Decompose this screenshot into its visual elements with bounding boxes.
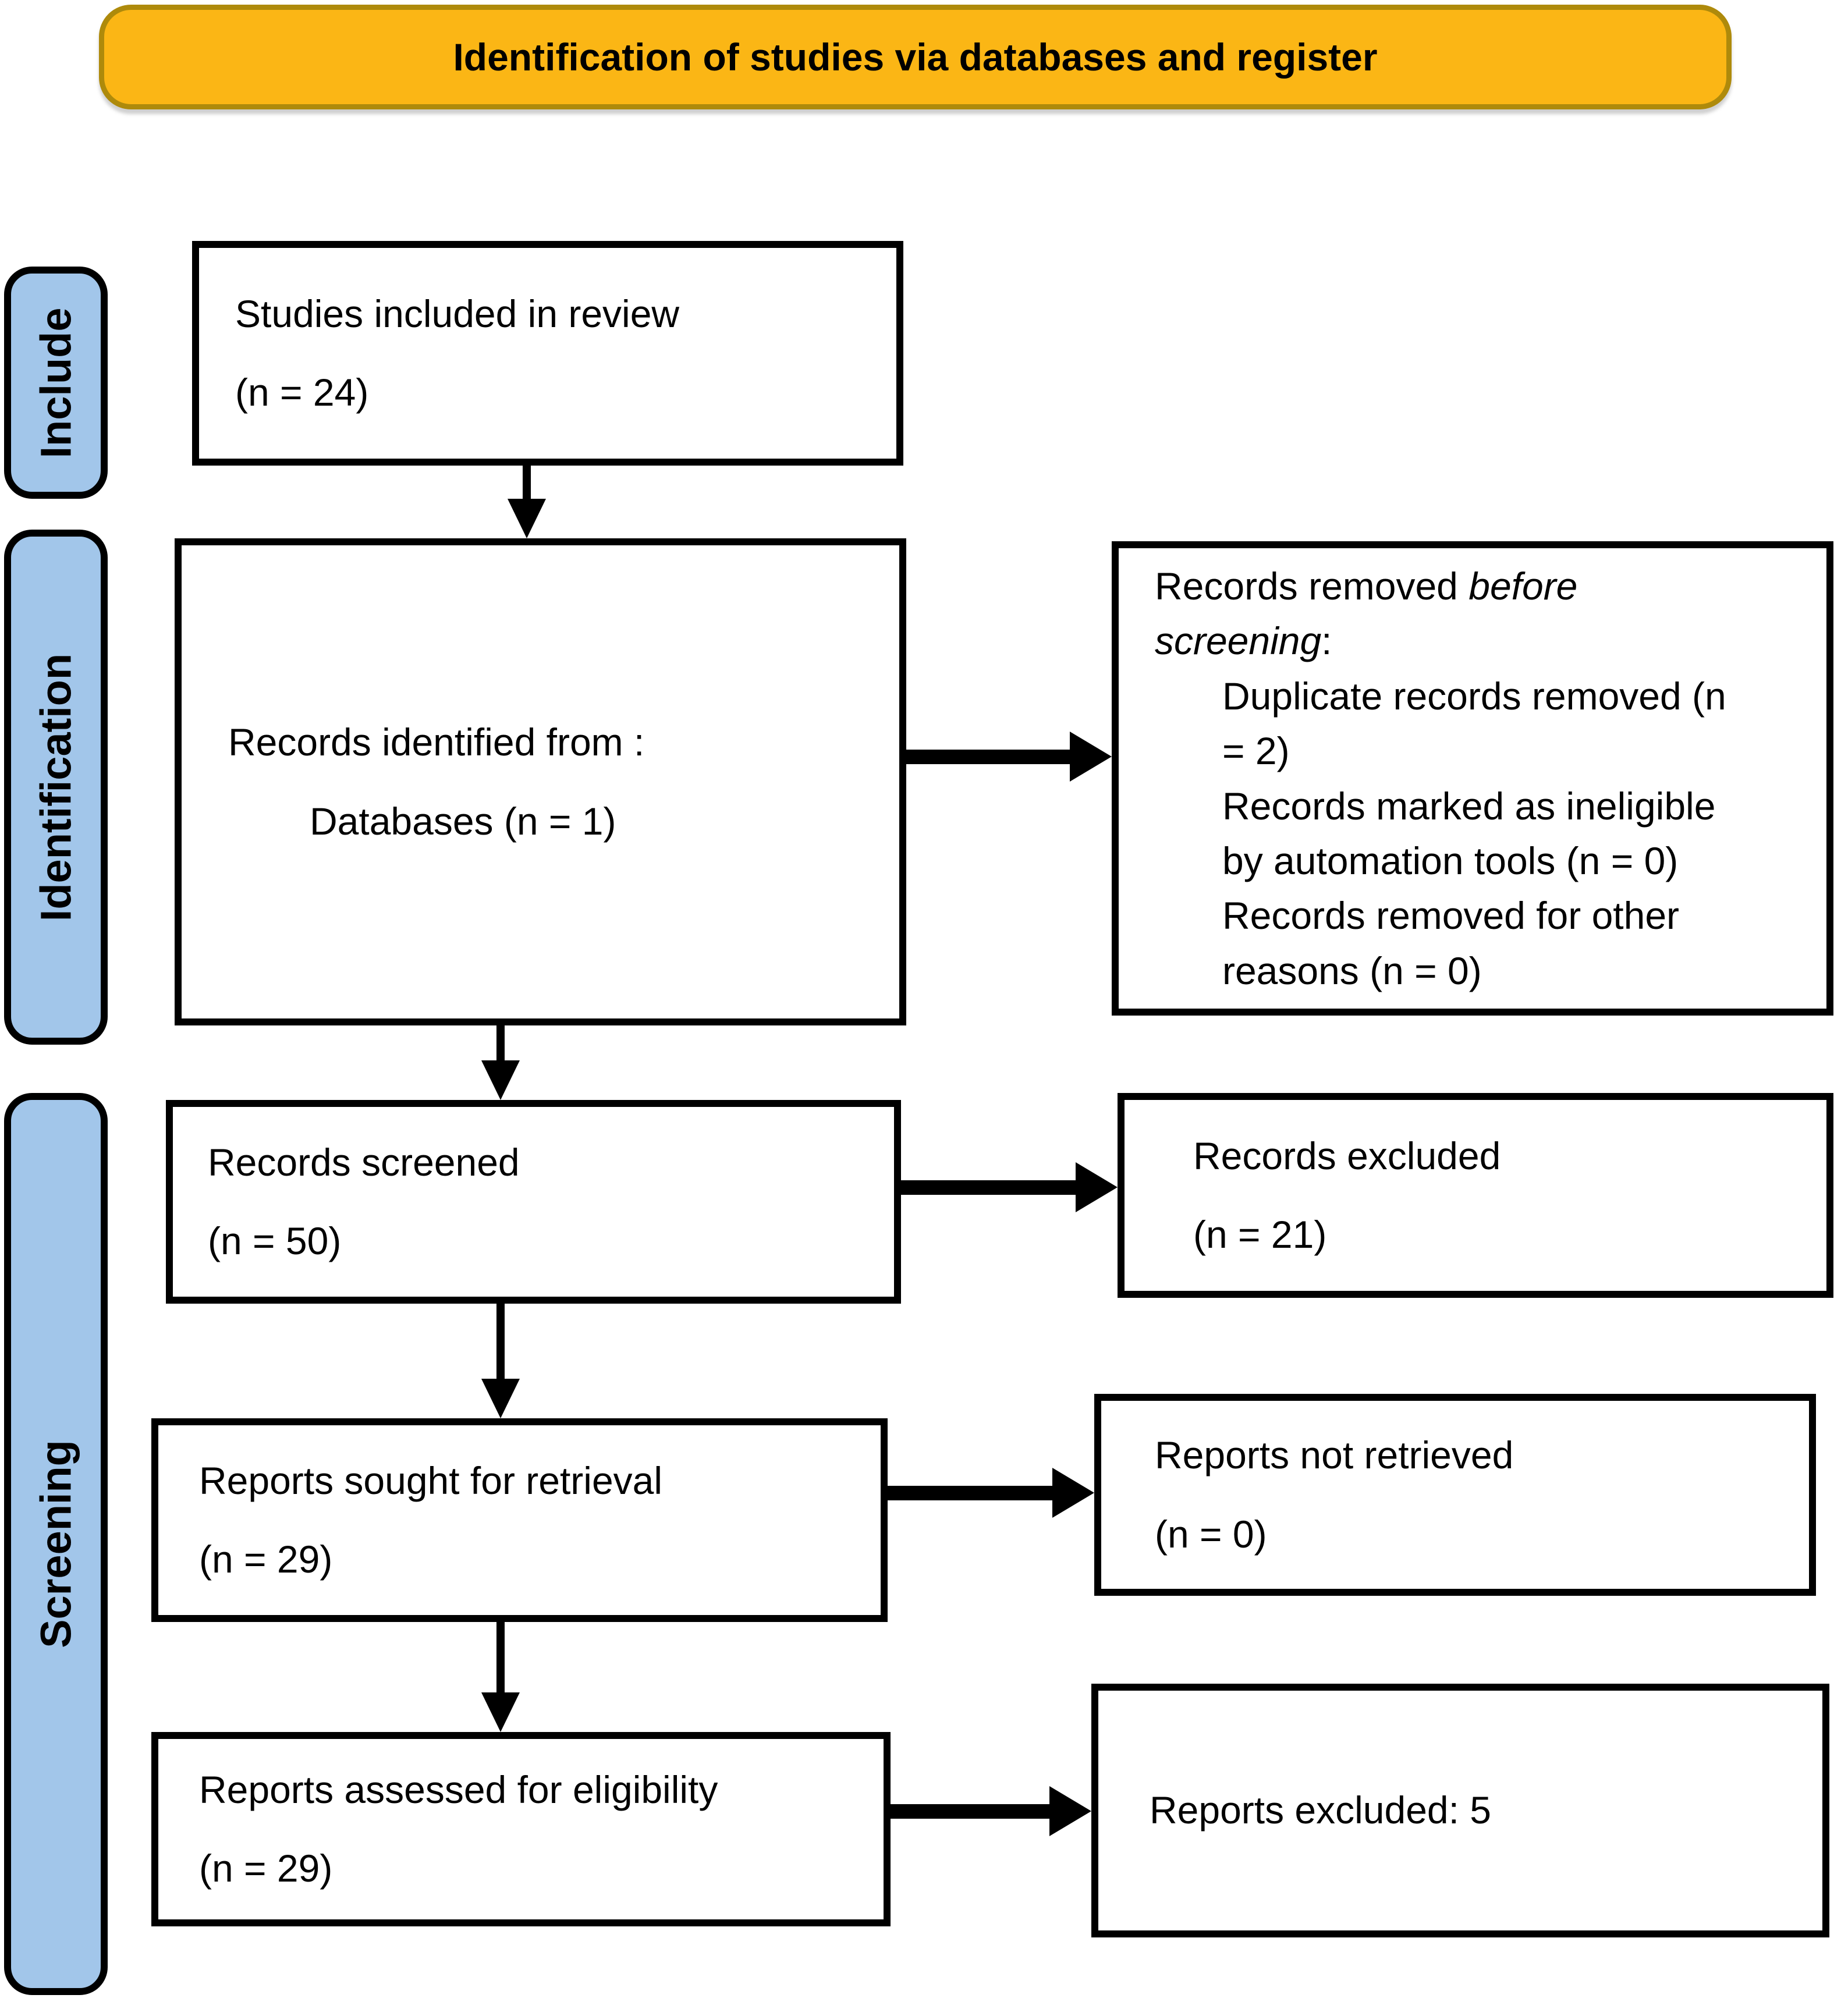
removed-item-duplicates-line2: = 2) [1222,729,1290,773]
reports-not-retrieved-count: (n = 0) [1155,1512,1267,1556]
records-identified-databases: Databases (n = 1) [310,799,616,843]
reports-assessed-count: (n = 29) [199,1847,333,1890]
records-removed-box: Records removed before screening: Duplic… [1112,541,1833,1016]
records-excluded-label: Records excluded [1193,1134,1501,1177]
stage-label-screening-text: Screening [31,1440,80,1648]
removed-item-duplicates-line1: Duplicate records removed (n [1222,674,1726,718]
records-removed-intro-line2: screening: [1155,613,1809,668]
records-excluded-count: (n = 21) [1193,1213,1327,1256]
records-excluded-box: Records excluded (n = 21) [1118,1093,1833,1298]
records-screened-label: Records screened [208,1140,520,1184]
removed-item-other-line1: Records removed for other [1222,894,1680,938]
stage-label-screening: Screening [4,1093,108,1995]
reports-assessed-box: Reports assessed for eligibility (n = 29… [151,1732,891,1926]
removed-item-ineligible-line2: by automation tools (n = 0) [1222,839,1679,882]
stage-label-include-text: Include [31,307,80,459]
reports-sought-box: Reports sought for retrieval (n = 29) [151,1418,888,1622]
reports-excluded-box: Reports excluded: 5 [1091,1684,1829,1937]
records-removed-intro-colon: : [1321,619,1332,663]
page-title: Identification of studies via databases … [453,36,1378,79]
removed-item-other-line2: reasons (n = 0) [1222,949,1482,992]
records-removed-intro-regular: Records removed [1155,565,1458,608]
reports-sought-count: (n = 29) [199,1538,333,1581]
records-screened-box: Records screened (n = 50) [166,1100,901,1304]
reports-not-retrieved-box: Reports not retrieved (n = 0) [1094,1394,1816,1596]
reports-not-retrieved-label: Reports not retrieved [1155,1433,1514,1477]
records-removed-intro-italic1: before [1468,565,1578,608]
records-identified-label: Records identified from : [228,720,645,764]
studies-included-count: (n = 24) [235,371,369,414]
stage-label-identification-text: Identification [31,653,80,921]
stage-label-identification: Identification [4,530,108,1045]
records-screened-count: (n = 50) [208,1219,342,1262]
reports-sought-label: Reports sought for retrieval [199,1458,663,1502]
records-removed-intro-italic2: screening [1155,619,1322,663]
stage-label-include: Include [4,267,108,499]
studies-included-label: Studies included in review [235,292,680,335]
reports-excluded-label: Reports excluded: 5 [1150,1788,1492,1832]
reports-assessed-label: Reports assessed for eligibility [199,1767,718,1811]
studies-included-box: Studies included in review (n = 24) [192,241,903,466]
removed-item-ineligible-line1: Records marked as ineligible [1222,784,1716,828]
header-banner: Identification of studies via databases … [99,5,1732,109]
records-identified-box: Records identified from : Databases (n =… [175,538,906,1025]
records-removed-intro-line1: Records removed before [1155,559,1809,613]
